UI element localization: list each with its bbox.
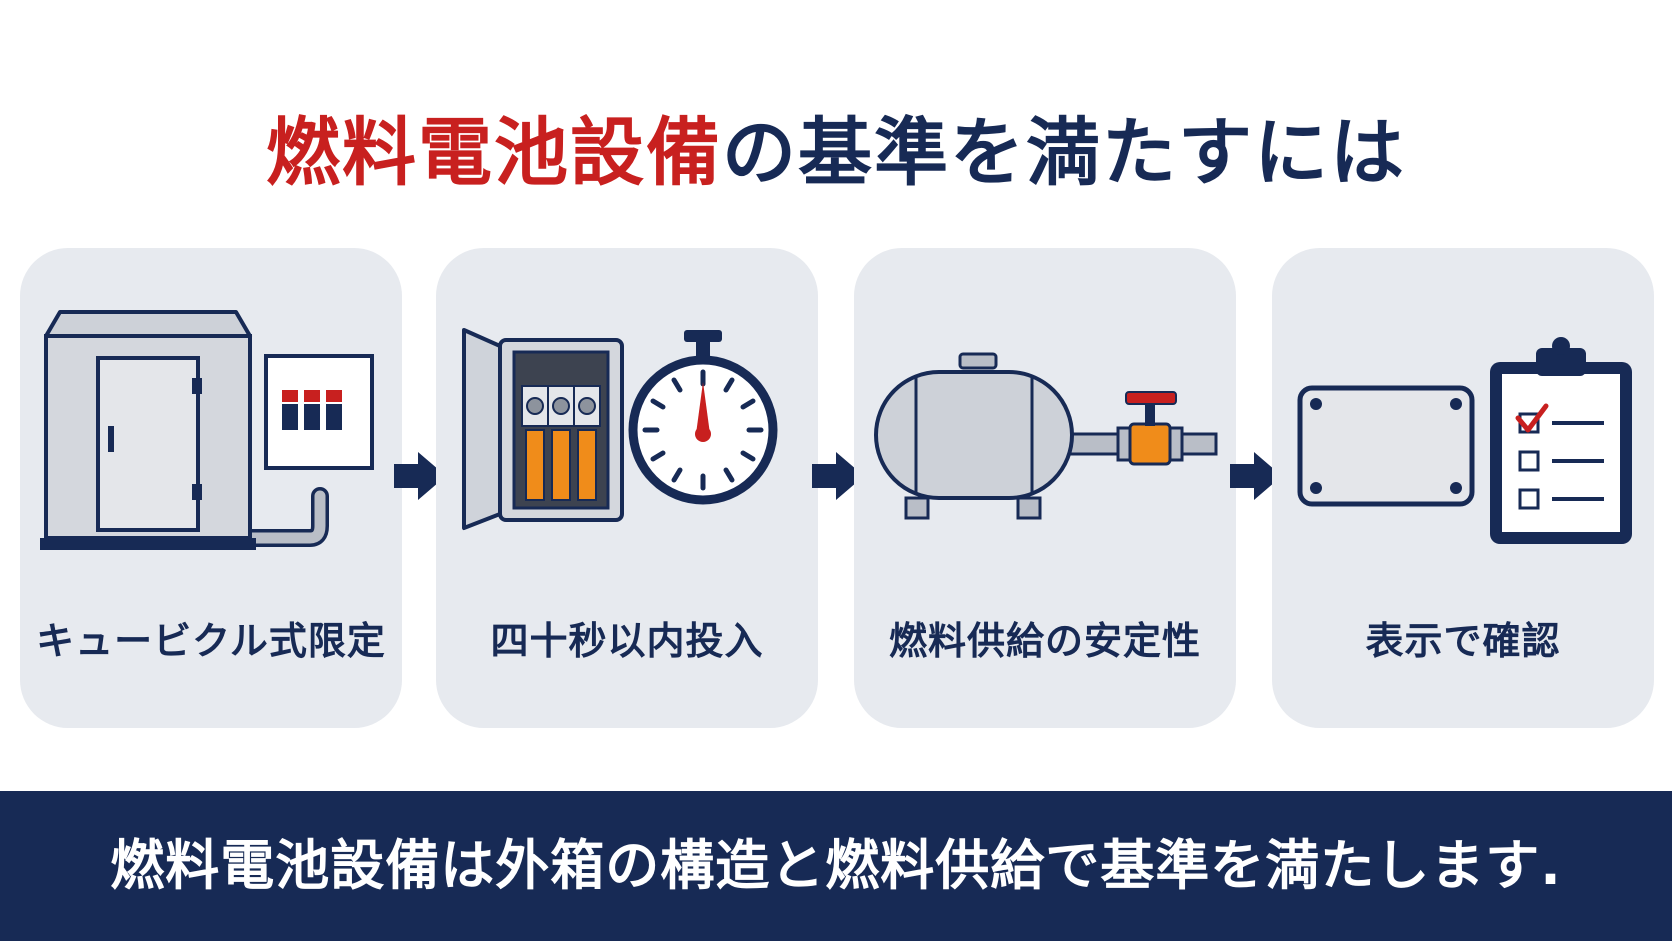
footer-banner: 燃料電池設備は外箱の構造と燃料供給で基準を満たします. <box>0 791 1672 941</box>
step-label: 燃料供給の安定性 <box>888 619 1201 663</box>
step-breaker-timer: 四十秒以内投入 <box>436 248 818 728</box>
arrow-right-icon <box>1228 448 1284 508</box>
step-display-check: 表示で確認 <box>1272 248 1654 728</box>
breaker-stopwatch-icon <box>462 328 778 530</box>
title-highlight: 燃料電池設備 <box>266 110 722 196</box>
step-label: キュービクル式限定 <box>36 619 386 663</box>
step-fuel-supply: 燃料供給の安定性 <box>854 248 1236 728</box>
step-cubicle: キュービクル式限定 <box>20 248 402 728</box>
page-title: 燃料電池設備の基準を満たすには <box>0 108 1672 198</box>
fuel-tank-valve-icon <box>874 352 1218 520</box>
step-label: 表示で確認 <box>1365 619 1561 663</box>
sign-checklist-icon <box>1297 337 1632 544</box>
step-label: 四十秒以内投入 <box>490 619 764 663</box>
title-rest: の基準を満たすには <box>722 110 1406 196</box>
arrow-right-icon <box>392 448 448 508</box>
cubicle-cabinet-icon <box>40 310 374 550</box>
footer-text: 燃料電池設備は外箱の構造と燃料供給で基準を満たします. <box>110 834 1562 897</box>
arrow-right-icon <box>810 448 866 508</box>
